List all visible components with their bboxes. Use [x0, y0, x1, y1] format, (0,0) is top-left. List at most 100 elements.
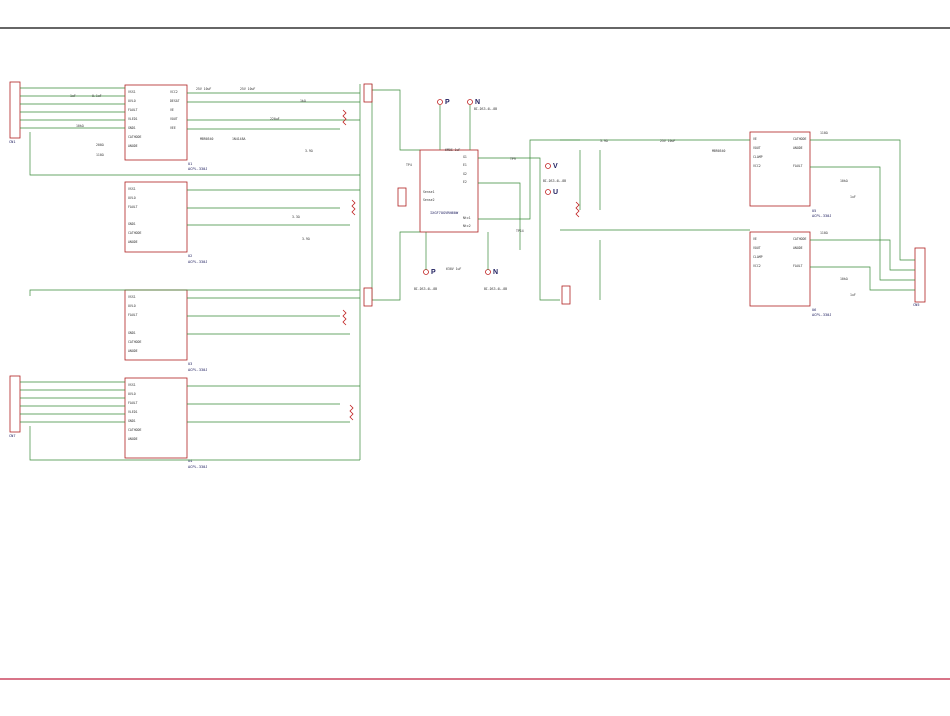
terminal-p-top: P: [437, 99, 450, 106]
svg-text:UVLO: UVLO: [128, 196, 136, 200]
driver-ic-u4: VSS1 UVLO FAULT VLED1 GND1 CATHODE ANODE…: [124, 377, 207, 469]
svg-text:CATHODE: CATHODE: [128, 231, 142, 235]
svg-text:VCC2: VCC2: [753, 264, 761, 268]
driver-ic-u2: VSS1 UVLO FAULT GND1 CATHODE ANODE U2 AC…: [124, 181, 207, 264]
svg-text:IXGF7OGVRN60W: IXGF7OGVRN60W: [430, 211, 459, 215]
svg-text:ANODE: ANODE: [793, 246, 803, 250]
svg-text:VCC2: VCC2: [170, 90, 178, 94]
svg-text:N: N: [493, 269, 498, 276]
connector-cn7: CN7: [9, 375, 21, 438]
svg-text:GND1: GND1: [128, 331, 136, 335]
svg-text:ACPL-330J: ACPL-330J: [188, 368, 207, 372]
svg-text:E1: E1: [463, 163, 467, 167]
svg-text:P: P: [431, 269, 436, 276]
connector-cn8: [397, 187, 407, 207]
svg-text:VE: VE: [753, 237, 757, 241]
component-labels: 1uF 0.1uF 10kΩ 200Ω 110Ω 25V 10uF 25V 10…: [70, 87, 856, 297]
svg-text:MBR0540: MBR0540: [712, 149, 726, 153]
svg-text:10kΩ: 10kΩ: [76, 124, 84, 128]
svg-text:Ntc1: Ntc1: [463, 216, 471, 220]
svg-text:DESAT: DESAT: [170, 99, 180, 103]
svg-text:UVLO: UVLO: [128, 392, 136, 396]
terminal-v: V BI-DS3-4L-8B: [543, 163, 566, 183]
svg-text:Ntc2: Ntc2: [463, 224, 471, 228]
svg-text:GND1: GND1: [128, 419, 136, 423]
svg-text:ACPL-330J: ACPL-330J: [188, 167, 207, 171]
svg-text:CLAMP: CLAMP: [753, 155, 763, 159]
svg-text:ACPL-330J: ACPL-330J: [188, 465, 207, 469]
svg-text:VCC2: VCC2: [753, 164, 761, 168]
svg-text:ANODE: ANODE: [793, 146, 803, 150]
svg-text:0.1uF: 0.1uF: [92, 94, 102, 98]
svg-text:Sense1: Sense1: [423, 190, 435, 194]
svg-text:630V 1uF: 630V 1uF: [446, 267, 461, 271]
svg-text:VSS1: VSS1: [128, 295, 136, 299]
svg-text:E2: E2: [463, 180, 467, 184]
svg-text:P: P: [445, 99, 450, 106]
resistor-symbol: [349, 404, 354, 421]
driver-ic-u1: VSS1 UVLO FAULT VLED1 GND1 CATHODE ANODE…: [124, 84, 207, 171]
svg-text:CATHODE: CATHODE: [793, 237, 807, 241]
driver-ic-u3: VSS1 UVLO FAULT GND1 CATHODE ANODE U3 AC…: [124, 289, 207, 372]
svg-text:TP4: TP4: [406, 163, 412, 167]
svg-text:ACPL-330J: ACPL-330J: [812, 313, 831, 317]
connector-cn3: [363, 83, 373, 103]
svg-text:3.9Ω: 3.9Ω: [305, 149, 313, 153]
svg-text:3.3Ω: 3.3Ω: [292, 215, 300, 219]
svg-text:CN1: CN1: [9, 140, 16, 144]
svg-text:FAULT: FAULT: [128, 401, 138, 405]
svg-text:FAULT: FAULT: [793, 164, 803, 168]
svg-text:CATHODE: CATHODE: [128, 340, 142, 344]
resistor-symbol: [342, 109, 347, 126]
svg-text:1uF: 1uF: [850, 293, 856, 297]
svg-text:FAULT: FAULT: [128, 205, 138, 209]
svg-text:G1: G1: [463, 155, 467, 159]
svg-text:BI-DS3-4L-8B: BI-DS3-4L-8B: [414, 287, 437, 291]
svg-text:CN7: CN7: [9, 434, 16, 438]
svg-text:VLED1: VLED1: [128, 410, 138, 414]
svg-text:CATHODE: CATHODE: [128, 428, 142, 432]
connector-cn1: CN1: [9, 81, 21, 144]
connector-cn6: [561, 285, 571, 305]
svg-text:U1: U1: [188, 162, 192, 166]
resistor-symbol: [351, 199, 356, 216]
svg-text:U2: U2: [188, 254, 192, 258]
svg-text:U3: U3: [188, 362, 192, 366]
svg-text:110Ω: 110Ω: [96, 153, 104, 157]
svg-text:3.9Ω: 3.9Ω: [302, 237, 310, 241]
svg-text:ANODE: ANODE: [128, 349, 138, 353]
svg-text:220uF: 220uF: [270, 117, 280, 121]
svg-text:1kΩ: 1kΩ: [300, 99, 306, 103]
svg-text:VLED1: VLED1: [128, 117, 138, 121]
svg-text:ACPL-330J: ACPL-330J: [812, 214, 831, 218]
svg-text:ANODE: ANODE: [128, 144, 138, 148]
svg-text:10kΩ: 10kΩ: [840, 179, 848, 183]
svg-text:110Ω: 110Ω: [820, 131, 828, 135]
svg-text:25V 10uF: 25V 10uF: [196, 87, 211, 91]
svg-text:10kΩ: 10kΩ: [840, 277, 848, 281]
svg-text:ANODE: ANODE: [128, 437, 138, 441]
svg-text:CATHODE: CATHODE: [128, 135, 142, 139]
terminal-n-bottom: N BI-DS3-4L-8B: [484, 269, 507, 291]
svg-text:TP9: TP9: [510, 157, 516, 161]
svg-text:CLAMP: CLAMP: [753, 255, 763, 259]
svg-text:3.9Ω: 3.9Ω: [600, 139, 608, 143]
svg-text:FAULT: FAULT: [128, 313, 138, 317]
connector-cn5: CN5: [913, 247, 926, 307]
driver-ic-u5: VE VOUT CLAMP VCC2 CATHODE ANODE FAULT U…: [749, 131, 831, 218]
svg-text:ANODE: ANODE: [128, 240, 138, 244]
svg-text:GND1: GND1: [128, 126, 136, 130]
terminal-u: U: [545, 189, 558, 196]
connector-cn4: [363, 287, 373, 307]
svg-text:1N4148A: 1N4148A: [232, 137, 246, 141]
svg-text:110Ω: 110Ω: [820, 231, 828, 235]
svg-text:CATHODE: CATHODE: [793, 137, 807, 141]
svg-text:25V 10uF: 25V 10uF: [240, 87, 255, 91]
svg-text:ACPL-330J: ACPL-330J: [188, 260, 207, 264]
svg-text:U4: U4: [188, 459, 192, 463]
svg-text:VEE: VEE: [170, 126, 176, 130]
svg-text:FAULT: FAULT: [793, 264, 803, 268]
svg-text:VOUT: VOUT: [170, 117, 178, 121]
driver-ic-u6: VE VOUT CLAMP VCC2 CATHODE ANODE FAULT U…: [749, 231, 831, 317]
svg-text:VE: VE: [170, 108, 174, 112]
